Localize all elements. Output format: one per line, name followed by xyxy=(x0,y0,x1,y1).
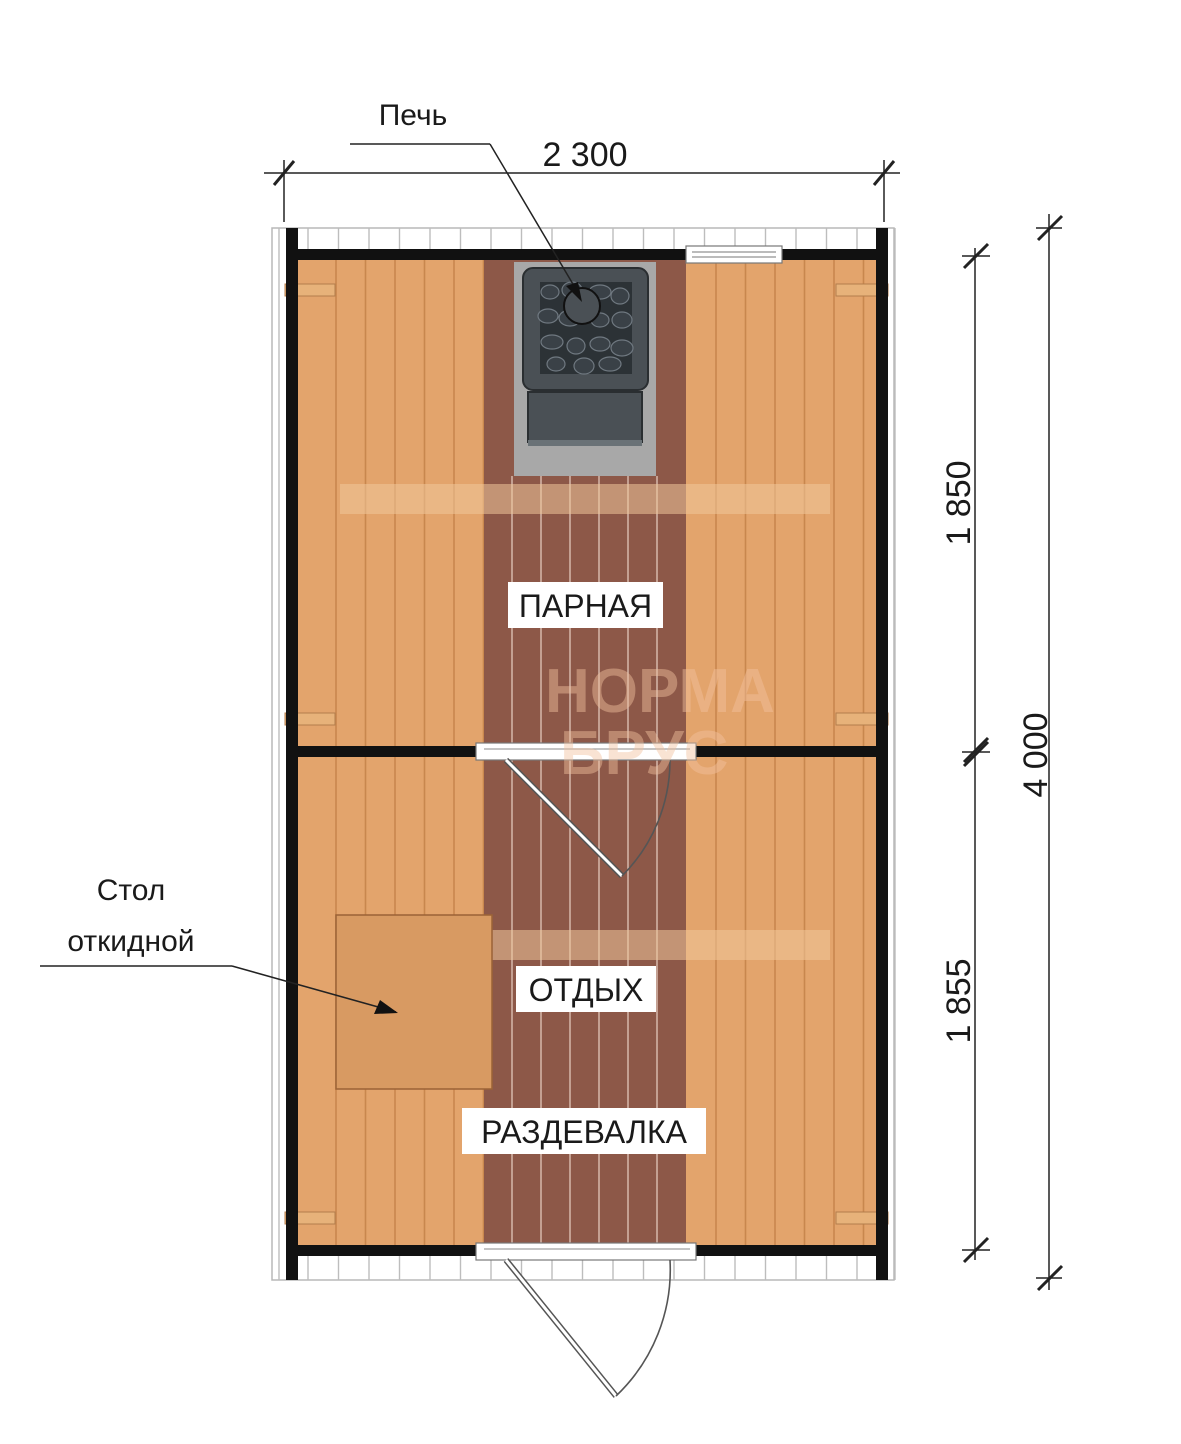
dimension-height-steam-label: 1 850 xyxy=(940,460,978,545)
dimension-height-total xyxy=(1036,214,1064,1292)
svg-text:БРУС: БРУС xyxy=(560,719,728,788)
svg-text:НОРМА: НОРМА xyxy=(545,657,775,726)
dimension-width xyxy=(264,160,900,222)
entrance-door xyxy=(475,1242,697,1398)
svg-text:ПАРНАЯ: ПАРНАЯ xyxy=(519,588,652,624)
room-label-steam: ПАРНАЯ xyxy=(508,582,663,628)
interior-door xyxy=(475,742,697,879)
svg-text:ОТДЫХ: ОТДЫХ xyxy=(529,972,644,1008)
svg-text:откидной: откидной xyxy=(67,925,194,958)
svg-text:РАЗДЕВАЛКА: РАЗДЕВАЛКА xyxy=(481,1114,688,1150)
dimension-height-parts xyxy=(962,242,990,1264)
svg-text:Печь: Печь xyxy=(379,99,448,132)
dimension-height-rest-label: 1 855 xyxy=(940,958,978,1043)
table-callout: Стол откидной xyxy=(40,874,398,1014)
dimension-width-label: 2 300 xyxy=(542,136,627,174)
room-label-changing: РАЗДЕВАЛКА xyxy=(462,1108,706,1154)
arrow-icon xyxy=(566,282,582,302)
dimension-height-total-label: 4 000 xyxy=(1017,712,1055,797)
watermark: НОРМА БРУС xyxy=(545,657,775,788)
window xyxy=(685,245,783,264)
watermark-band-upper xyxy=(340,484,830,514)
room-label-rest: ОТДЫХ xyxy=(516,966,656,1012)
chimney-icon xyxy=(563,287,601,325)
arrow-icon xyxy=(374,1000,398,1014)
stove-callout: Печь xyxy=(350,99,582,302)
stove xyxy=(514,262,656,476)
svg-text:Стол: Стол xyxy=(97,874,166,907)
